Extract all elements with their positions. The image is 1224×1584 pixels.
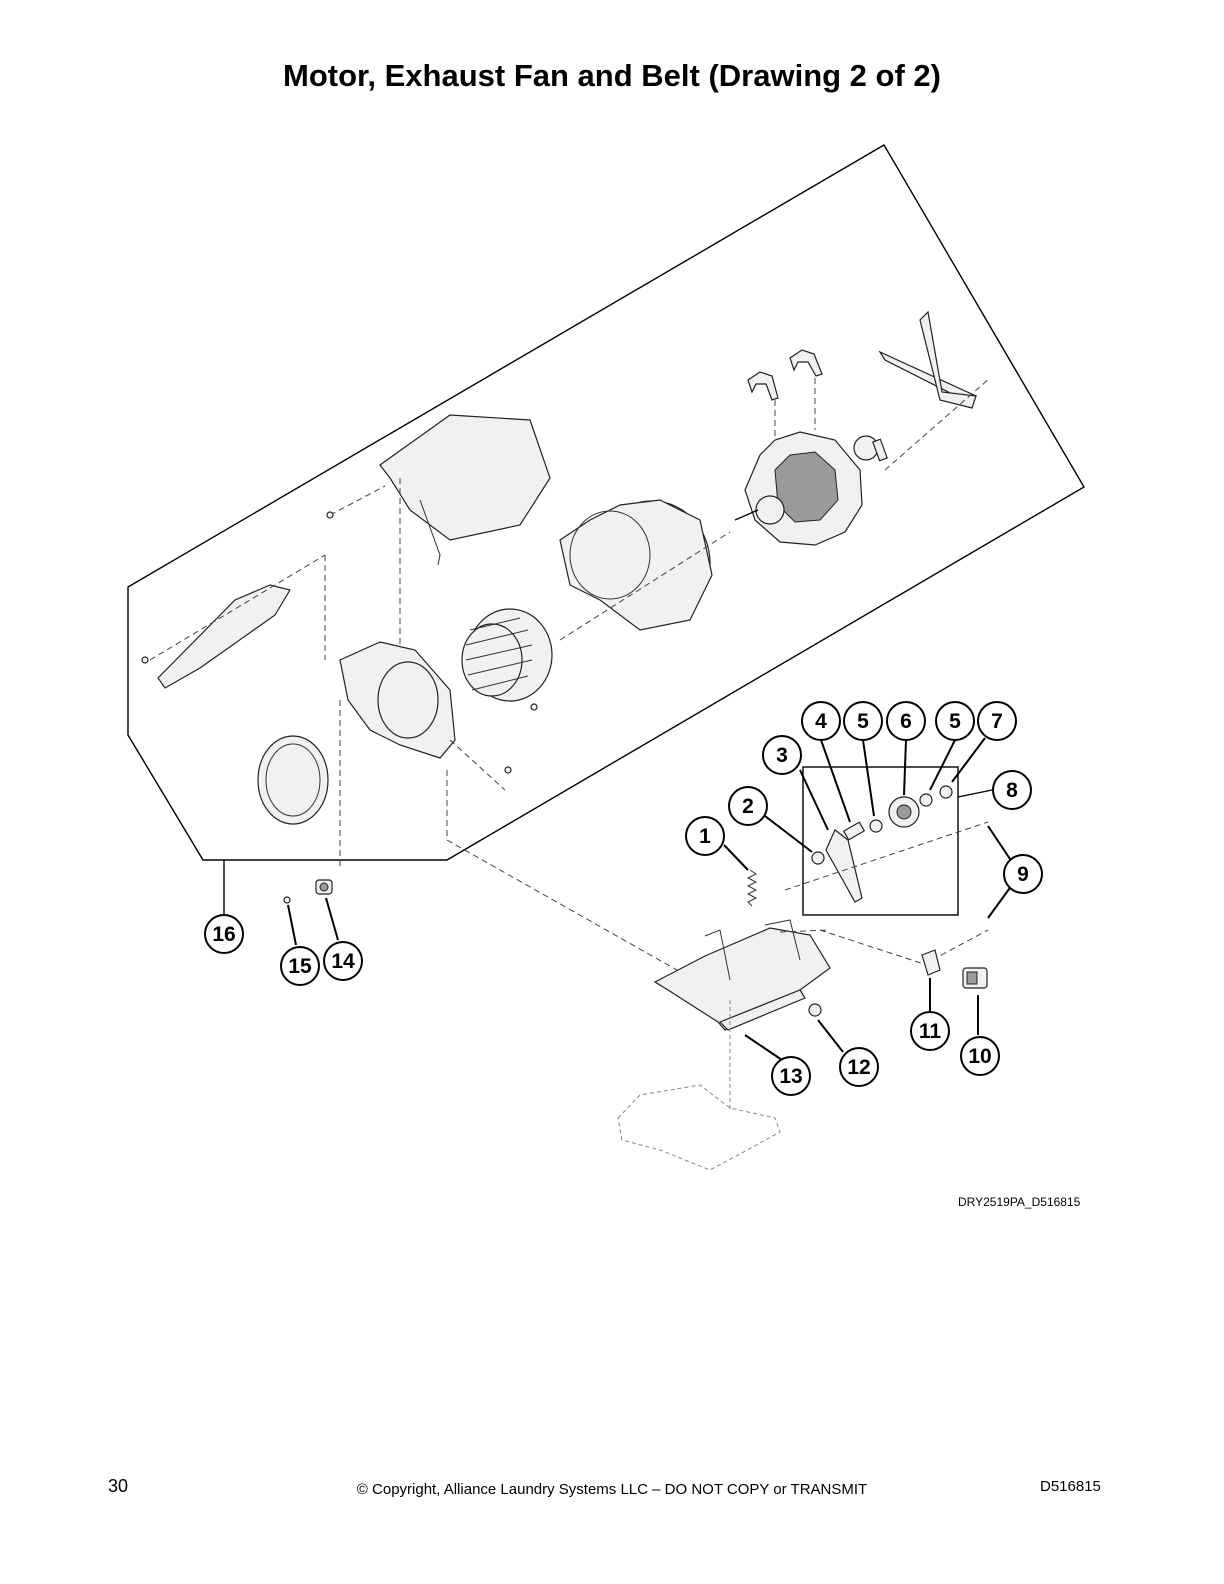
- assembly-outline: [127, 144, 1085, 861]
- duct-plate: [149, 554, 326, 689]
- thermostat: [315, 879, 333, 895]
- callout-12: 12: [839, 1047, 879, 1087]
- callout-1: 1: [685, 816, 725, 856]
- callout-6: 6: [886, 701, 926, 741]
- callout-leaders: [287, 737, 1013, 1061]
- svg-text:9: 9: [1017, 863, 1029, 886]
- callout-8: 8: [992, 770, 1032, 810]
- callout-2: 2: [728, 786, 768, 826]
- svg-text:4: 4: [815, 710, 827, 733]
- svg-text:3: 3: [776, 744, 788, 767]
- callout-4: 4: [801, 701, 841, 741]
- mounting-plate: [324, 555, 506, 791]
- svg-text:8: 8: [1006, 779, 1018, 802]
- page-title: Motor, Exhaust Fan and Belt (Drawing 2 o…: [283, 58, 941, 93]
- seal-ring: [257, 735, 329, 825]
- svg-text:13: 13: [779, 1065, 802, 1088]
- callout-7: 7: [977, 701, 1017, 741]
- svg-text:5: 5: [857, 710, 869, 733]
- callout-5b: 5: [935, 701, 975, 741]
- svg-text:16: 16: [212, 923, 235, 946]
- callout-5a: 5: [843, 701, 883, 741]
- callout-11: 11: [910, 1011, 950, 1051]
- hex-nut: [808, 1003, 822, 1017]
- callouts: 1 2 3 4 5 6 5 7: [204, 701, 1043, 1096]
- fan-housing: [559, 499, 731, 641]
- page-number: 30: [108, 1476, 129, 1496]
- screws: [141, 511, 538, 904]
- motor-clamps: [747, 349, 823, 440]
- callout-15: 15: [280, 946, 320, 986]
- cabinet-base-ghost: [617, 1000, 781, 1171]
- callout-3: 3: [762, 735, 802, 775]
- idler-switch: [962, 967, 988, 989]
- svg-text:1: 1: [699, 825, 711, 848]
- callout-9: 9: [1003, 854, 1043, 894]
- callout-16: 16: [204, 914, 244, 954]
- svg-text:14: 14: [331, 950, 355, 973]
- svg-text:12: 12: [847, 1056, 870, 1079]
- callout-14: 14: [323, 941, 363, 981]
- callout-13: 13: [771, 1056, 811, 1096]
- idler-assembly: [784, 785, 989, 903]
- svg-text:11: 11: [919, 1020, 942, 1043]
- switch-clip: [921, 949, 941, 976]
- duct-cover: [329, 414, 551, 655]
- svg-text:7: 7: [991, 710, 1003, 733]
- idler-detail-box: [802, 766, 959, 916]
- copyright-notice: © Copyright, Alliance Laundry Systems LL…: [356, 1481, 868, 1498]
- svg-text:2: 2: [742, 795, 754, 818]
- drive-belt: [878, 310, 991, 471]
- idler-spring: [746, 869, 758, 907]
- svg-text:6: 6: [900, 710, 912, 733]
- callout-10: 10: [960, 1036, 1000, 1076]
- drive-motor: [734, 431, 888, 546]
- svg-text:5: 5: [949, 710, 961, 733]
- svg-text:10: 10: [968, 1045, 991, 1068]
- document-number: D516815: [1040, 1478, 1101, 1495]
- blower-wheel: [461, 608, 553, 702]
- motor-base: [653, 919, 989, 1031]
- svg-text:15: 15: [288, 955, 312, 978]
- drawing-id: DRY2519PA_D516815: [958, 1195, 1081, 1209]
